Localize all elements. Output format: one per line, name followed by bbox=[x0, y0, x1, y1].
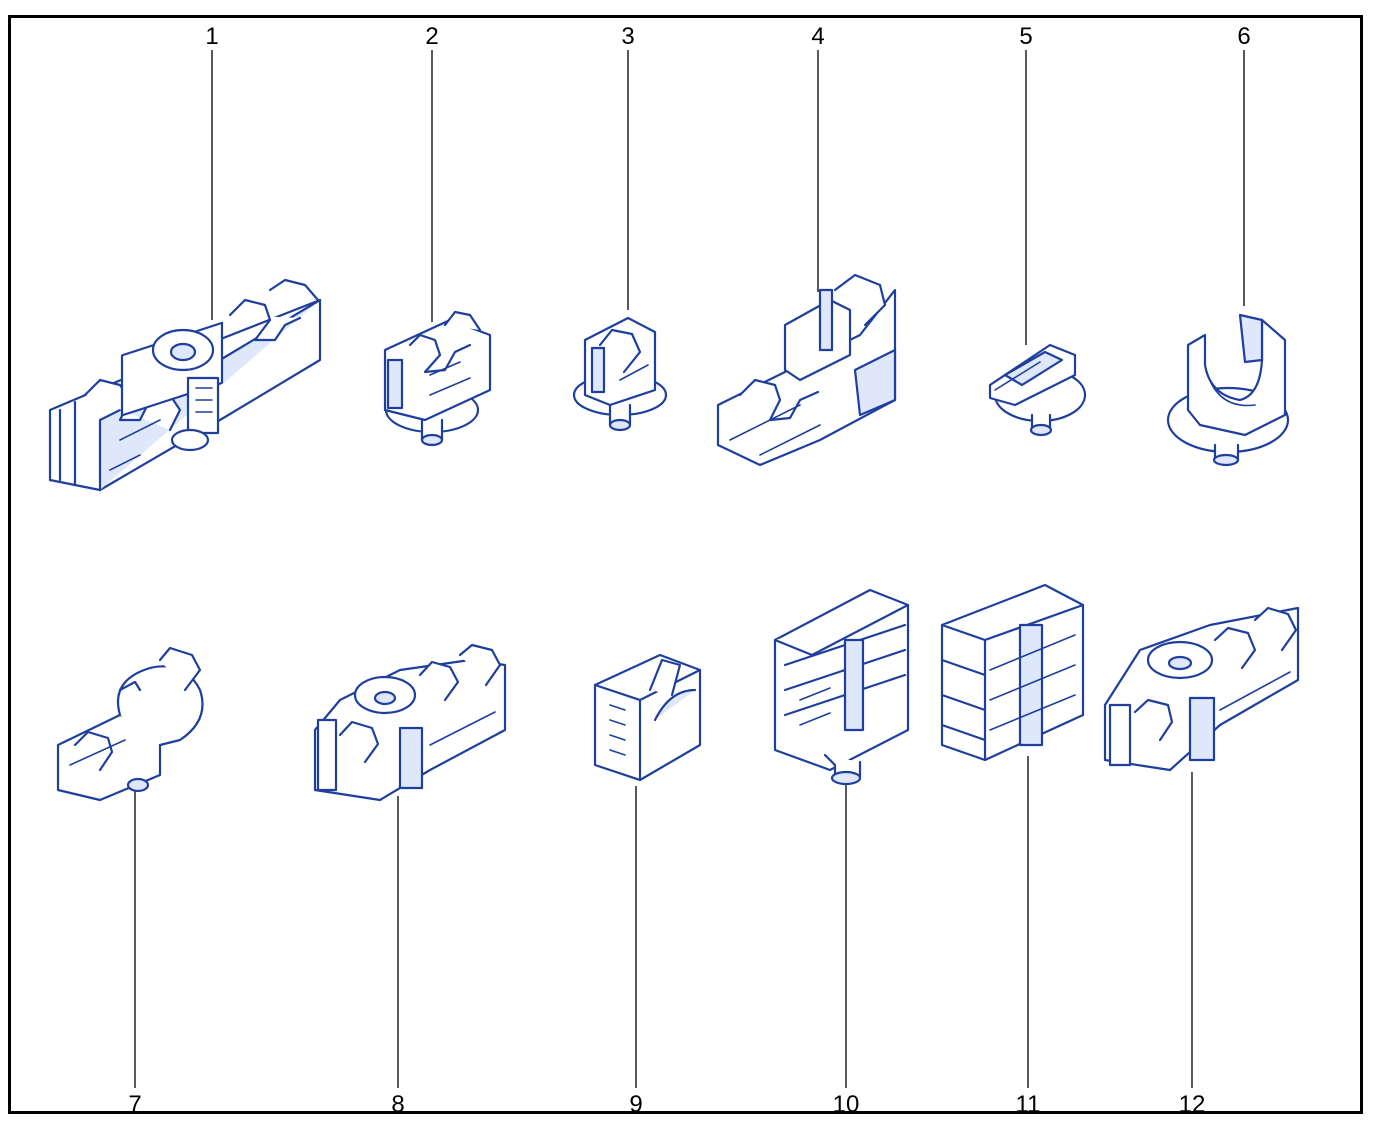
callout-label-1: 1 bbox=[205, 23, 218, 50]
callout-label-4: 4 bbox=[811, 23, 824, 50]
callout-2: 2 bbox=[425, 23, 439, 322]
part-10-clip bbox=[773, 588, 910, 786]
part-1-clip bbox=[48, 278, 322, 492]
part-11-clip bbox=[940, 583, 1085, 762]
callout-label-8: 8 bbox=[391, 1091, 404, 1118]
callout-9: 9 bbox=[629, 786, 643, 1118]
callout-12: 12 bbox=[1179, 772, 1206, 1118]
part-6-clip bbox=[1166, 313, 1290, 467]
part-2-clip bbox=[383, 310, 492, 447]
part-12-clip bbox=[1103, 606, 1300, 772]
callout-label-5: 5 bbox=[1019, 23, 1032, 50]
callout-label-3: 3 bbox=[621, 23, 634, 50]
callout-label-12: 12 bbox=[1179, 1091, 1206, 1118]
callout-1: 1 bbox=[205, 23, 219, 320]
callout-3: 3 bbox=[621, 23, 635, 310]
diagram-frame bbox=[8, 15, 1363, 1114]
part-3-clip bbox=[572, 316, 668, 432]
part-7-clip bbox=[56, 646, 204, 802]
callout-label-2: 2 bbox=[425, 23, 438, 50]
callout-label-9: 9 bbox=[629, 1091, 642, 1118]
callout-11: 11 bbox=[1016, 756, 1041, 1118]
callout-8: 8 bbox=[391, 796, 405, 1118]
part-9-clip bbox=[593, 653, 702, 782]
callout-6: 6 bbox=[1237, 23, 1251, 306]
part-8-clip bbox=[313, 643, 507, 802]
callout-5: 5 bbox=[1019, 23, 1033, 345]
callout-7: 7 bbox=[128, 788, 142, 1118]
callout-label-6: 6 bbox=[1237, 23, 1250, 50]
callout-10: 10 bbox=[833, 780, 860, 1118]
part-4-clip bbox=[716, 273, 897, 467]
part-5-clip bbox=[988, 343, 1087, 437]
callout-label-7: 7 bbox=[128, 1091, 141, 1118]
callout-4: 4 bbox=[811, 23, 825, 292]
callout-label-11: 11 bbox=[1016, 1091, 1041, 1118]
callout-label-10: 10 bbox=[833, 1091, 860, 1118]
